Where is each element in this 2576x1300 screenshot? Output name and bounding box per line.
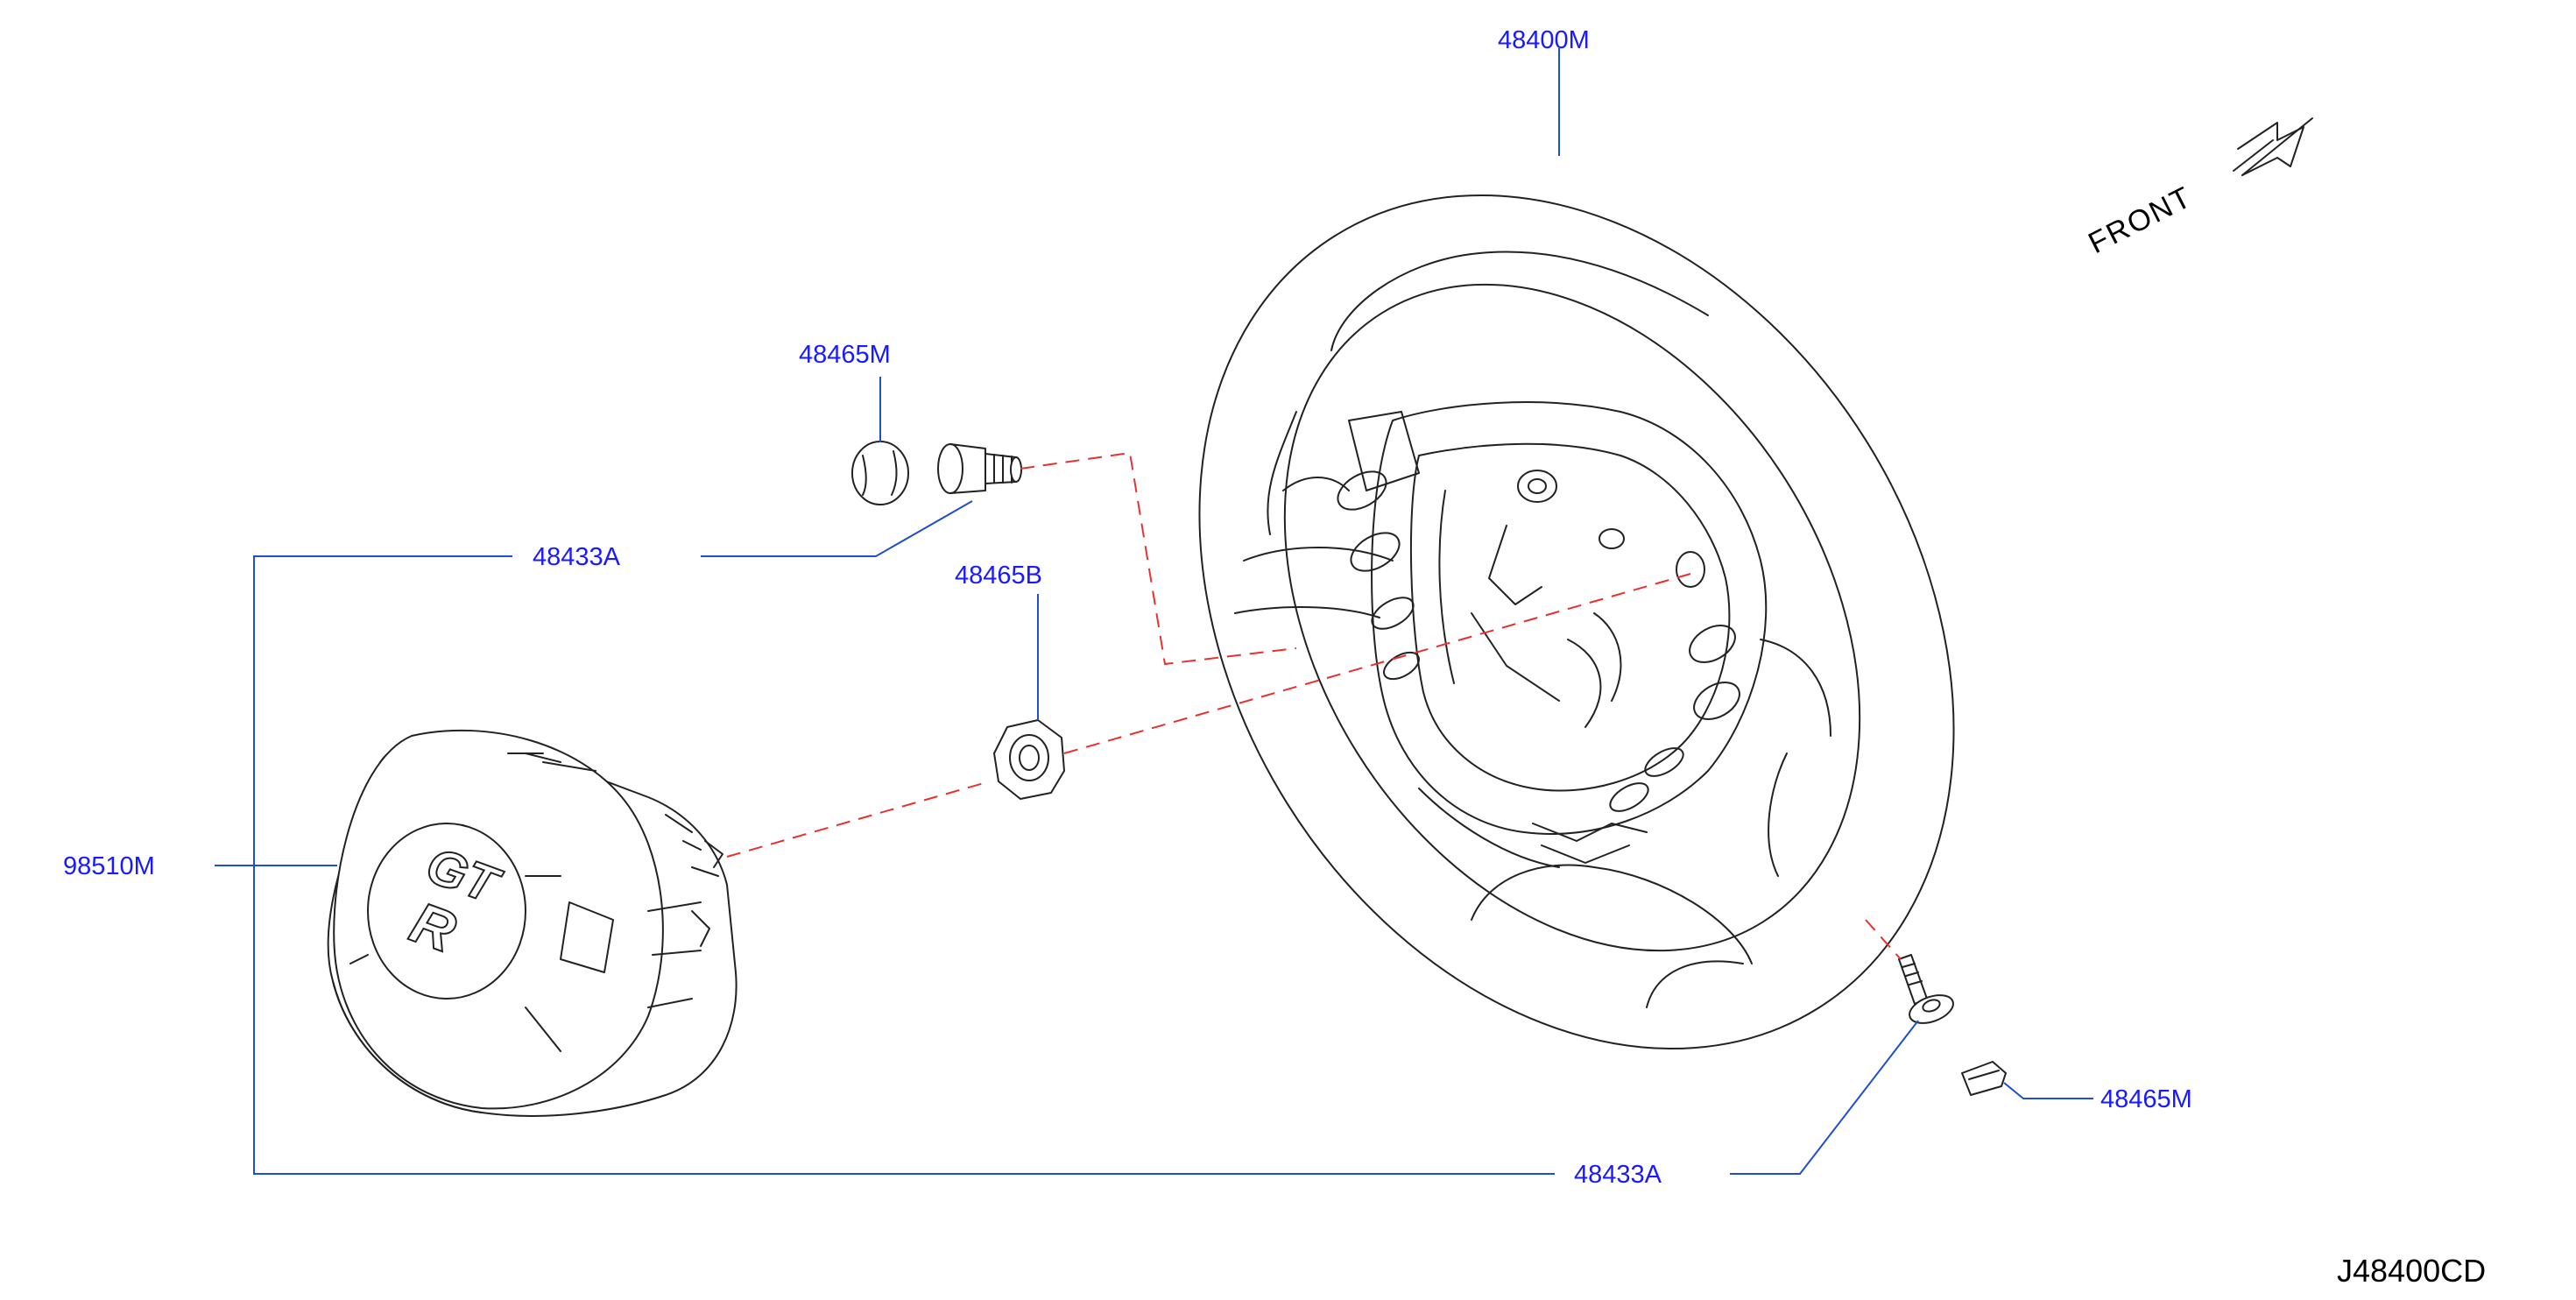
label-airbag: 98510M [63,852,155,880]
label-bolt-lower: 48433A [1574,1161,1662,1189]
left-switch-cluster [1337,411,1420,681]
bolt-lower-drawing [1898,954,1954,1024]
part-labels: 48400M 48465M 48433A 48465B 98510M 48433… [63,26,2486,1289]
bolt-upper-drawing [937,443,1022,494]
assembly-guides [726,451,1902,960]
front-arrow [2233,117,2313,176]
label-front: FRONT [2083,180,2197,261]
diagram-reference-code: J48400CD [2337,1253,2486,1289]
cap-lower-drawing [1961,1061,2007,1096]
label-cap-lower: 48465M [2100,1085,2192,1113]
cap-upper-drawing [851,441,909,505]
airbag-module-drawing: GT R [327,729,738,1117]
label-wheel: 48400M [1498,26,1590,54]
label-nut: 48465B [955,562,1042,590]
leader-lines [215,48,2093,1175]
nut-drawing [993,719,1065,800]
steering-wheel-drawing [1198,194,1955,1050]
label-cap-upper: 48465M [799,341,891,369]
right-switch-cluster [1532,625,1740,864]
label-bolt-upper: 48433A [533,543,621,571]
